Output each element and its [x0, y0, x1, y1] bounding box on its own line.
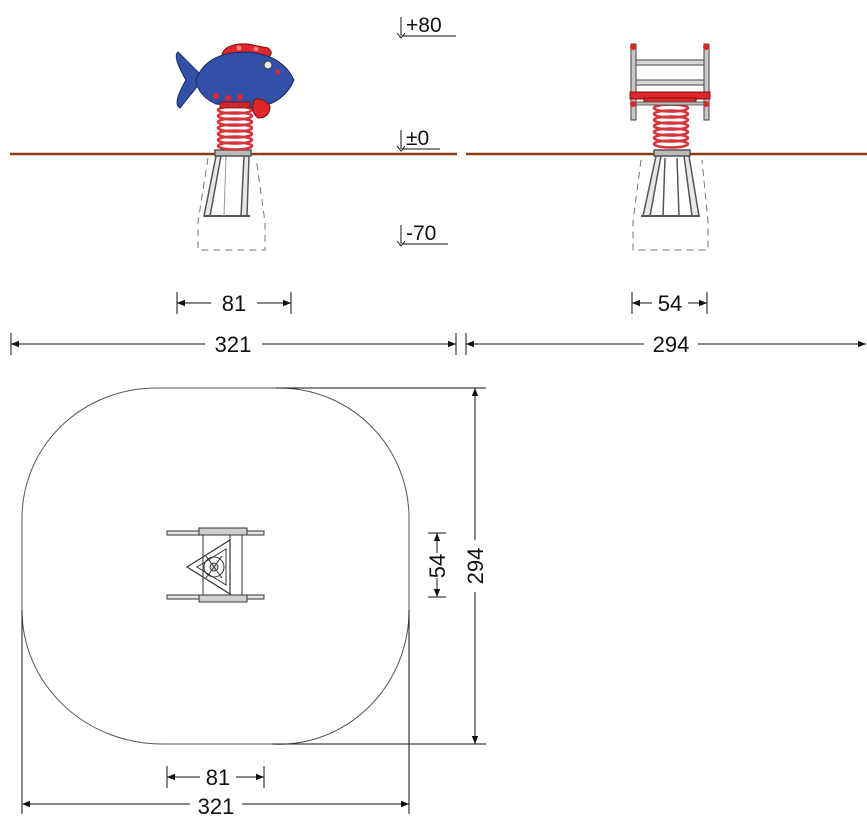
fish-rider-front	[175, 43, 295, 119]
dimension-side-width: 54	[631, 291, 708, 316]
foundation-outline-side	[632, 159, 709, 251]
front-total-label: 321	[215, 332, 252, 357]
level-marker-top: +80	[396, 14, 456, 39]
dimension-plan-width: 81	[166, 765, 265, 790]
support-legs-side	[641, 149, 700, 217]
side-elevation-view	[466, 43, 867, 251]
level-marker-bottom: -70	[396, 222, 448, 247]
dimension-front-width: 81	[176, 291, 292, 316]
fish-tail	[175, 51, 205, 109]
level-top-label: +80	[406, 14, 442, 37]
dimension-plan-total-vertical: 294	[272, 387, 488, 745]
plan-width-label: 81	[206, 765, 230, 790]
plan-view	[21, 387, 410, 745]
dimension-side-total: 294	[465, 332, 866, 357]
fish-eye-icon	[263, 60, 273, 70]
dimension-plan-width-vertical: 54	[425, 532, 450, 598]
rider-top-view	[166, 527, 265, 603]
dimension-plan-total: 321	[21, 610, 410, 816]
seat-frame-side	[629, 43, 711, 121]
dimension-front-total: 321	[10, 332, 457, 357]
plan-width-vertical-label: 54	[425, 554, 450, 578]
spring-front	[216, 105, 254, 151]
side-width-label: 54	[658, 291, 682, 316]
spring-side	[652, 103, 690, 149]
level-bottom-label: -70	[406, 222, 436, 245]
plan-total-label: 321	[198, 794, 235, 816]
fish-pectoral-fin	[252, 98, 271, 119]
fish-body	[195, 51, 295, 109]
front-elevation-view	[10, 43, 457, 251]
level-marker-ground: ±0	[396, 127, 440, 152]
plan-total-vertical-label: 294	[463, 548, 488, 585]
front-width-label: 81	[222, 291, 246, 316]
level-ground-label: ±0	[406, 127, 429, 150]
support-legs-front	[203, 149, 252, 217]
foundation-outline-front	[197, 157, 266, 251]
side-total-label: 294	[653, 332, 690, 357]
